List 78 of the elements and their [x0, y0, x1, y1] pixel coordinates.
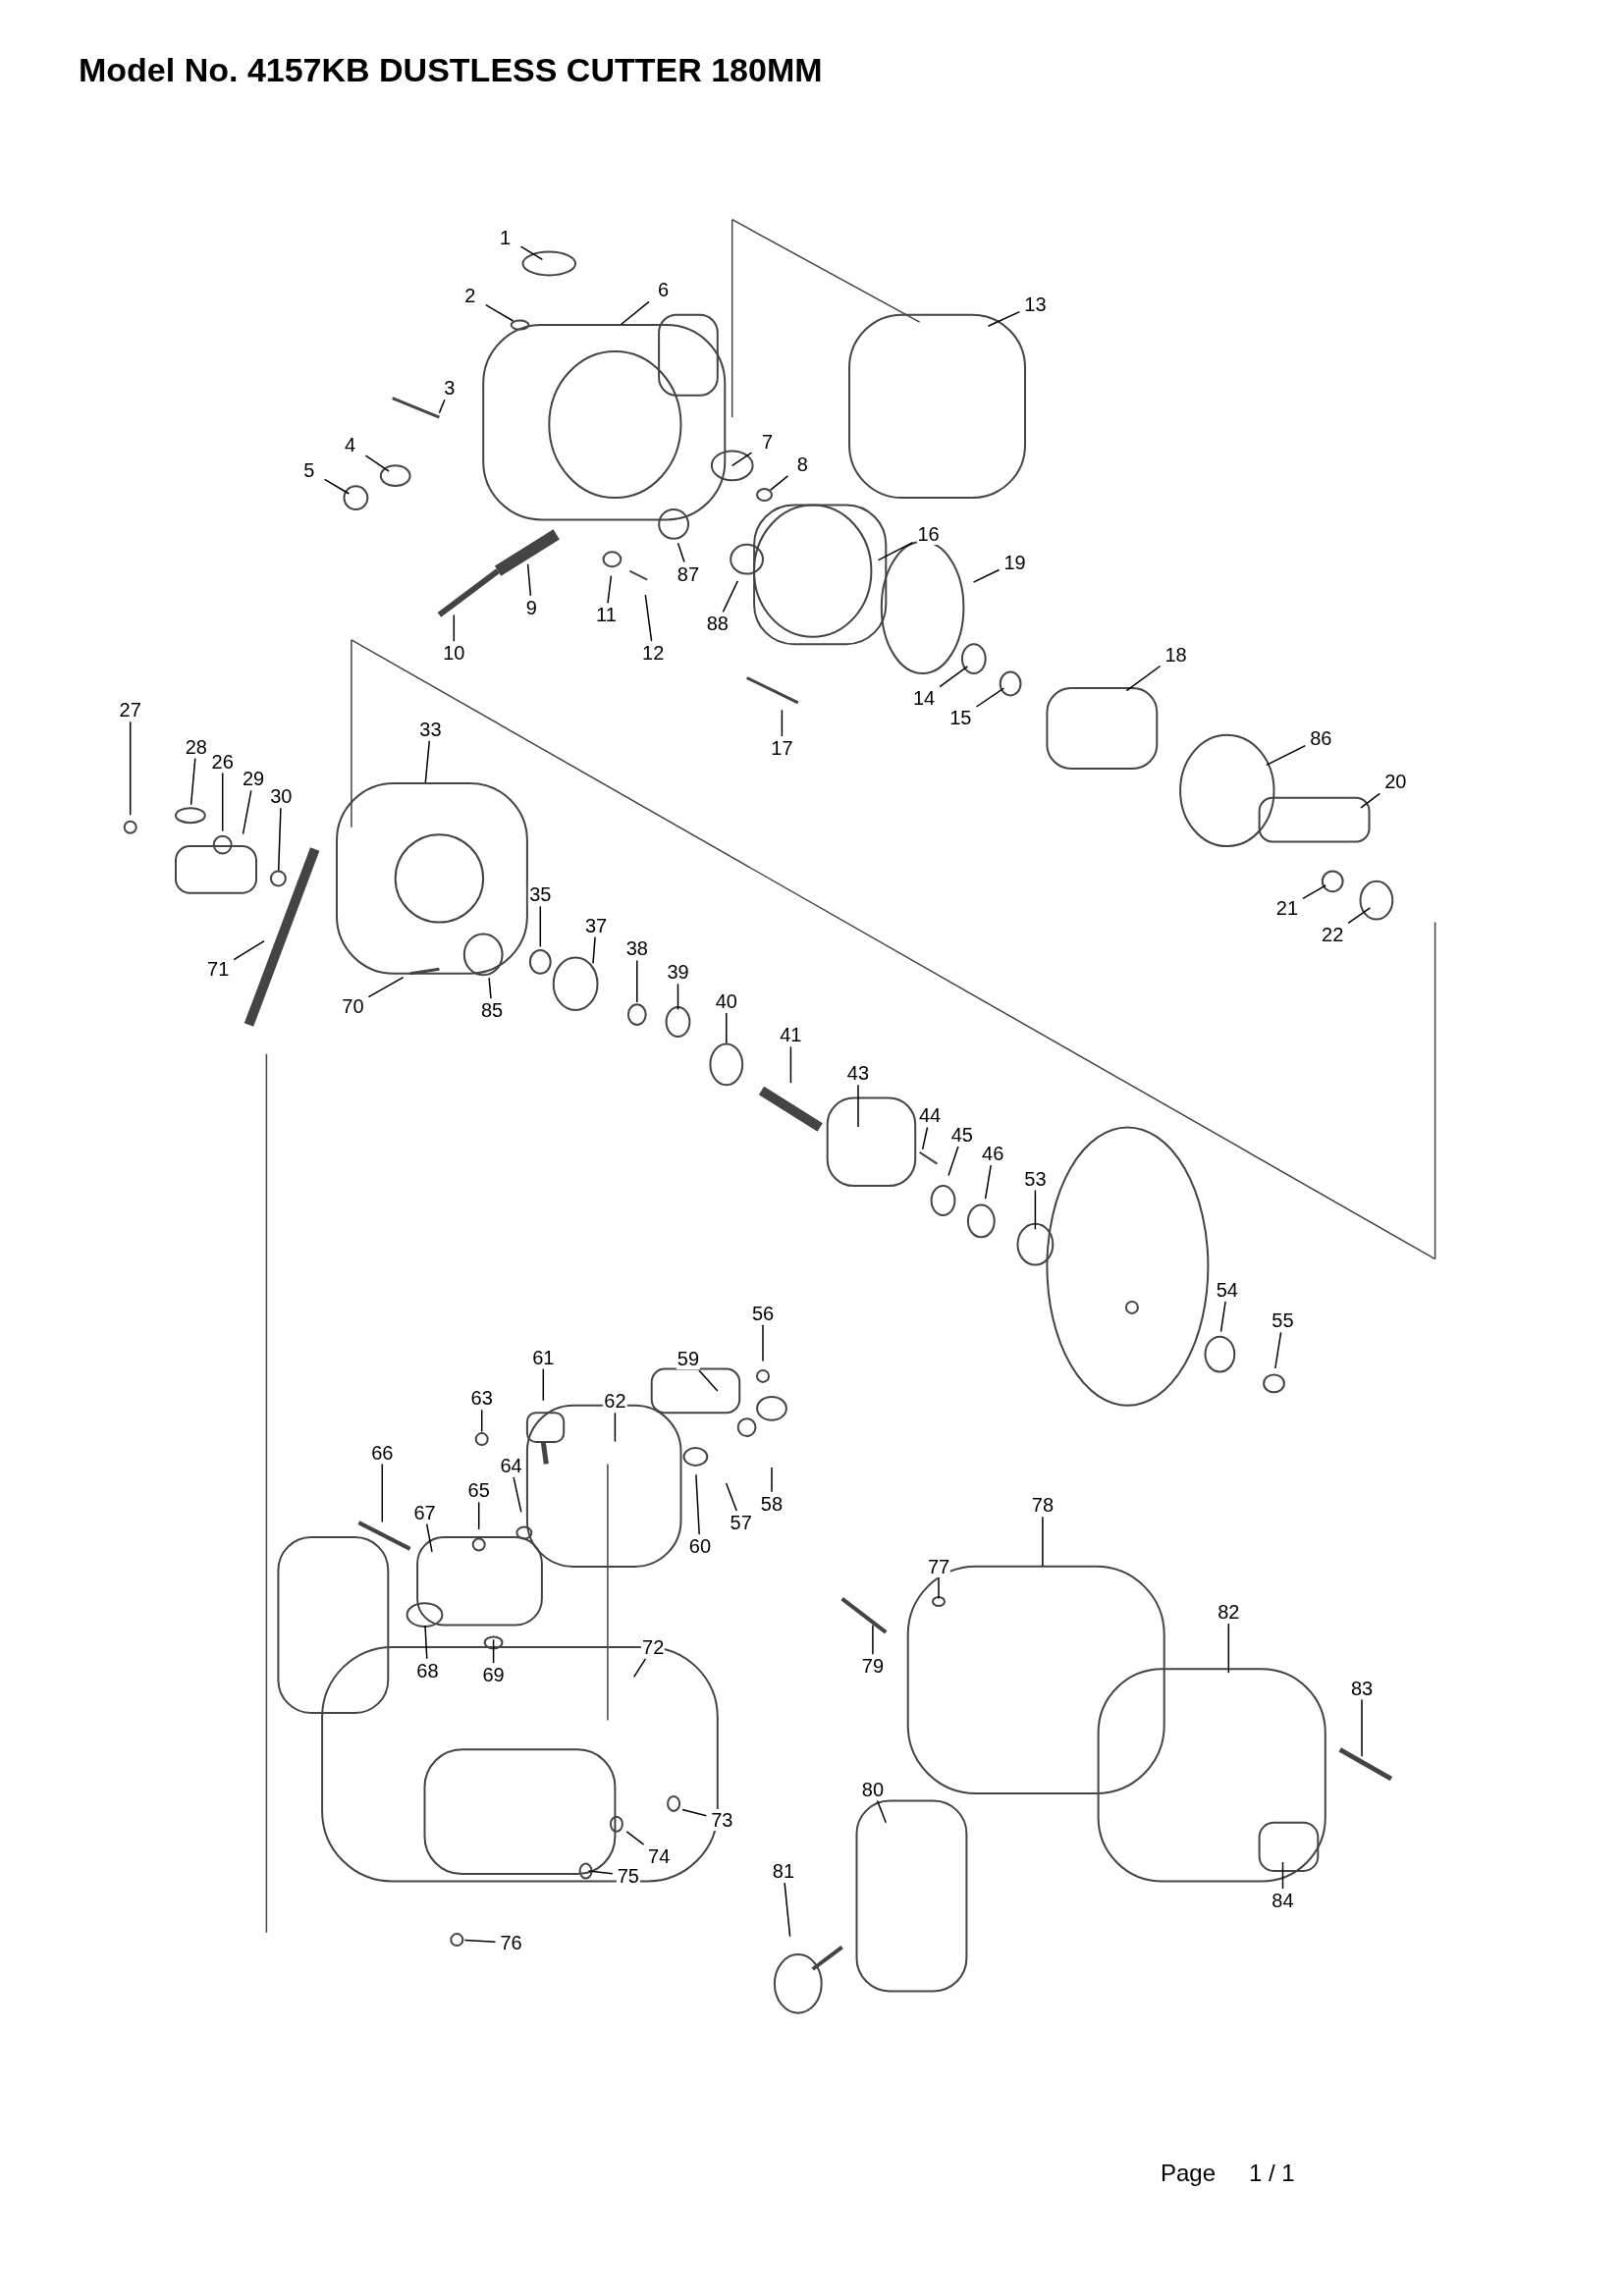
leader-line: [542, 1367, 545, 1402]
leader-line: [367, 976, 405, 998]
leader-line: [277, 807, 282, 872]
leader-line: [453, 614, 456, 642]
leader-line: [877, 541, 914, 561]
leader-line: [1274, 1331, 1282, 1369]
leader-line: [771, 1467, 773, 1493]
leader-line: [129, 721, 132, 816]
leader-line: [492, 1638, 495, 1664]
leader-line: [632, 1658, 647, 1679]
leader-line: [438, 399, 446, 414]
callout-number: 73: [710, 1808, 734, 1831]
leader-line: [857, 1084, 859, 1128]
leader-line: [485, 303, 514, 322]
leader-line: [526, 562, 532, 597]
leader-line: [1219, 1301, 1226, 1333]
leader-line: [938, 1577, 940, 1600]
leader-line: [425, 1522, 433, 1553]
leader-line: [972, 568, 1001, 583]
leader-line: [975, 687, 1005, 708]
leader-line: [784, 1882, 791, 1938]
leader-line: [233, 939, 265, 961]
leader-line: [872, 1624, 874, 1656]
leader-line: [539, 905, 542, 948]
leader-line: [323, 478, 351, 495]
leader-line: [607, 574, 613, 605]
leader-line: [1042, 1516, 1044, 1568]
page-number: 1 / 1: [1249, 2160, 1295, 2187]
leader-line: [1125, 665, 1162, 692]
leader-line: [1227, 1623, 1230, 1674]
leader-line: [614, 1412, 617, 1443]
leader-line: [519, 245, 544, 261]
leader-line: [381, 1463, 384, 1523]
leader-line: [695, 1473, 700, 1535]
leader-line: [722, 580, 739, 614]
leader-line: [781, 709, 784, 737]
leader-line: [1281, 1861, 1284, 1890]
leader-line: [984, 1164, 992, 1200]
leader-line: [620, 300, 650, 326]
leader-line: [762, 1324, 764, 1362]
leader-line: [987, 310, 1021, 327]
leader-line: [189, 757, 196, 806]
page-label: Page: [1161, 2160, 1217, 2187]
leader-line: [876, 1799, 888, 1824]
leader-line: [364, 454, 390, 472]
leader-line: [789, 1045, 792, 1084]
leader-line: [625, 1831, 645, 1845]
leader-line: [1361, 1698, 1363, 1757]
leader-line: [681, 1808, 708, 1817]
page-title: Model No. 4157KB DUSTLESS CUTTER 180MM: [79, 51, 823, 89]
leader-line: [726, 1012, 728, 1044]
leader-line: [698, 1369, 719, 1392]
leader-line: [1034, 1189, 1037, 1231]
leader-line: [731, 452, 753, 467]
leader-line: [770, 475, 789, 491]
leader-line: [463, 1939, 497, 1944]
leader-line: [947, 1146, 959, 1177]
leader-line: [592, 935, 596, 965]
leader-line: [1360, 792, 1381, 809]
leader-line: [677, 542, 685, 563]
leader-line: [644, 594, 653, 642]
leader-line: [636, 959, 638, 1003]
leader-line: [587, 1870, 614, 1875]
leader-line: [424, 739, 431, 784]
leader-line: [725, 1482, 737, 1512]
leader-line: [1302, 884, 1327, 900]
leader-line: [939, 666, 969, 688]
leader-line: [488, 977, 492, 999]
leader-line: [242, 789, 252, 835]
leader-line: [221, 772, 224, 832]
leader-line: [677, 983, 679, 1011]
leader-line: [1347, 907, 1372, 925]
leader-line: [921, 1126, 929, 1150]
leader-line: [480, 1409, 483, 1433]
leader-line: [424, 1625, 428, 1660]
leader-line: [513, 1476, 522, 1514]
leader-line: [477, 1501, 480, 1530]
leader-line: [1266, 744, 1307, 767]
